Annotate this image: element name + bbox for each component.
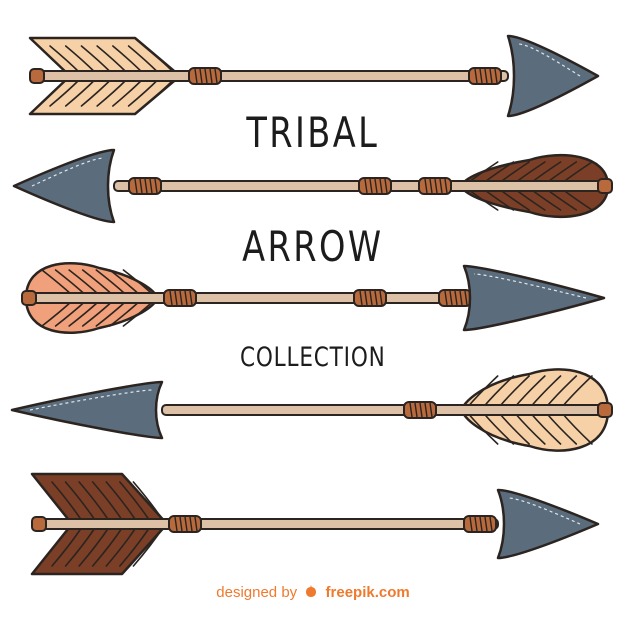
shaft-binding — [168, 515, 202, 533]
arrow-1 — [28, 34, 600, 118]
arrows-layer — [10, 34, 613, 576]
arrowhead-stitch — [507, 497, 581, 525]
shaft-binding — [403, 401, 437, 419]
shaft-binding — [163, 289, 197, 307]
title-collection: COLLECTION — [239, 342, 386, 373]
arrowhead — [462, 264, 606, 332]
arrow-shaft — [161, 404, 613, 416]
nock — [597, 402, 613, 418]
shaft-binding — [468, 67, 502, 85]
arrow-shaft — [31, 518, 499, 530]
title-tribal: TRIBAL — [246, 108, 380, 157]
shaft-binding — [463, 515, 497, 533]
credit-prefix: designed by — [216, 584, 298, 601]
arrow-shaft — [21, 292, 465, 304]
arrow-shaft — [29, 70, 509, 82]
nock — [31, 516, 47, 532]
nock — [21, 290, 37, 306]
arrowhead-stitch — [517, 43, 581, 77]
freepik-logo-icon — [304, 584, 318, 601]
nock — [597, 178, 613, 194]
shaft-binding — [128, 177, 162, 195]
title-arrow: ARROW — [242, 222, 384, 271]
credit-brand: freepik.com — [325, 584, 410, 601]
arrowhead-stitch — [31, 157, 105, 187]
shaft-binding — [438, 289, 472, 307]
shaft-binding — [418, 177, 452, 195]
arrowhead — [10, 380, 164, 440]
arrow-3 — [21, 262, 606, 334]
arrowhead-stitch — [473, 273, 587, 299]
shaft-binding — [353, 289, 387, 307]
nock — [29, 68, 45, 84]
arrowhead — [12, 148, 116, 224]
shaft-binding — [358, 177, 392, 195]
credit-line: designed by freepik.com — [0, 584, 626, 601]
arrowhead — [506, 34, 600, 118]
shaft-binding — [188, 67, 222, 85]
arrow-5 — [30, 472, 600, 576]
arrow-4 — [10, 368, 613, 452]
arrow-2 — [12, 148, 613, 224]
feather-stripes — [51, 481, 165, 567]
arrowhead — [496, 488, 600, 560]
